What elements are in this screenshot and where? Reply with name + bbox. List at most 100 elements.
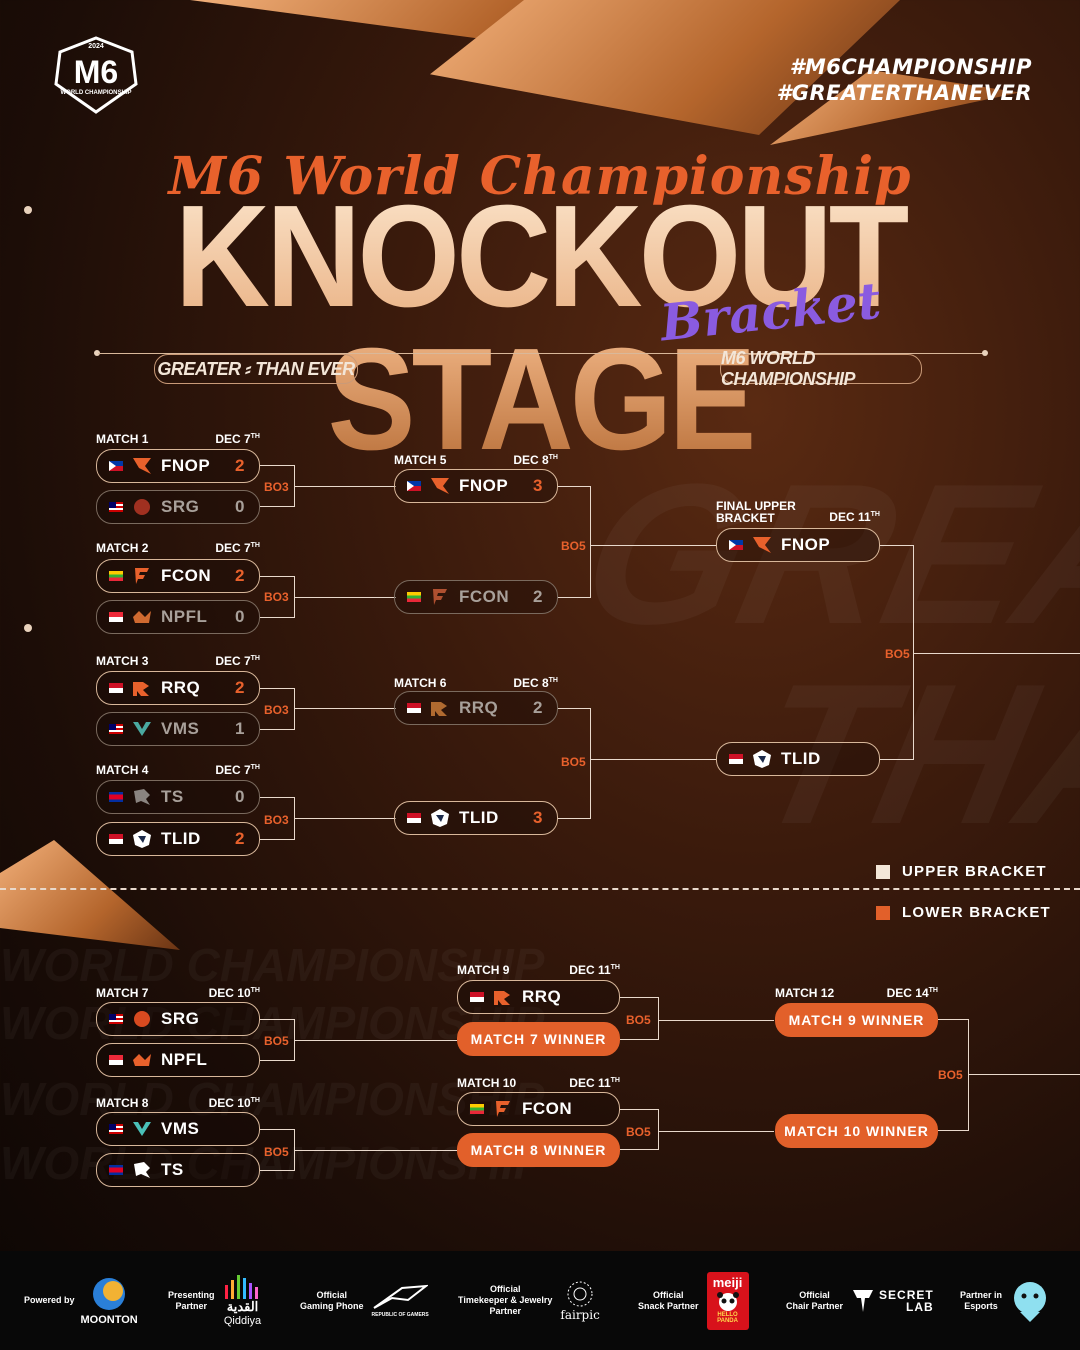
watermark-wc-1: WORLD CHAMPIONSHIP xyxy=(0,938,544,992)
match-2-header: MATCH 2 DEC 7TH xyxy=(96,541,260,555)
match-label: MATCH 9 xyxy=(457,963,510,977)
match-date: DEC 10TH xyxy=(208,1096,260,1110)
vms-logo-icon xyxy=(133,1122,151,1136)
team-pill-tlid[interactable]: TLID xyxy=(716,742,880,776)
match-8-winner-slot[interactable]: MATCH 8 WINNER xyxy=(457,1133,620,1167)
srg-logo-icon xyxy=(134,1011,150,1027)
connector xyxy=(658,1020,774,1021)
team-pill-npfl[interactable]: NPFL xyxy=(96,1043,260,1077)
match-10-header: MATCH 10 DEC 11TH xyxy=(457,1076,620,1090)
team-pill-rrq[interactable]: RRQ xyxy=(457,980,620,1014)
connector xyxy=(294,1150,457,1151)
match-date: DEC 8TH xyxy=(513,676,558,690)
team-name: NPFL xyxy=(161,607,208,626)
connector xyxy=(294,708,396,709)
team-pill-fnop[interactable]: FNOP 2 xyxy=(96,449,260,483)
match-label: MATCH 12 xyxy=(775,986,835,1000)
fnop-logo-icon xyxy=(753,537,771,553)
team-pill-rrq[interactable]: RRQ 2 xyxy=(394,691,558,725)
team-name: VMS xyxy=(161,1119,200,1138)
connector xyxy=(913,545,914,760)
team-name: VMS xyxy=(161,719,200,738)
connector xyxy=(968,1074,1080,1075)
team-name: SRG xyxy=(161,497,200,516)
team-score: 3 xyxy=(533,808,543,827)
bo-label: BO3 xyxy=(264,813,289,827)
legend-upper-label: UPPER BRACKET xyxy=(902,863,1047,880)
team-pill-srg[interactable]: SRG 0 xyxy=(96,490,260,524)
match-date: DEC 10TH xyxy=(208,986,260,1000)
rog-logo: REPUBLIC OF GAMERS xyxy=(372,1284,429,1318)
team-pill-fnop[interactable]: FNOP xyxy=(716,528,880,562)
secretlab-icon xyxy=(853,1289,874,1312)
team-pill-srg[interactable]: SRG xyxy=(96,1002,260,1036)
sponsor-qiddiya: Presenting Partner القدية Qiddiya xyxy=(168,1251,288,1350)
fairpic-icon xyxy=(567,1281,593,1306)
team-pill-tlid[interactable]: TLID 2 xyxy=(96,822,260,856)
srg-logo-icon xyxy=(134,499,150,515)
flag-id-icon xyxy=(407,703,421,713)
sponsor-secretlab: Official Chair Partner SECRET LAB xyxy=(786,1251,946,1350)
match-8-header: MATCH 8 DEC 10TH xyxy=(96,1096,260,1110)
tlid-logo-icon xyxy=(133,830,151,848)
match-7-winner-slot[interactable]: MATCH 7 WINNER xyxy=(457,1022,620,1056)
flag-id-icon xyxy=(407,813,421,823)
match-label: MATCH 3 xyxy=(96,654,149,668)
fcon-logo-icon xyxy=(135,568,149,584)
match-10-winner-slot[interactable]: MATCH 10 WINNER xyxy=(775,1114,938,1148)
connector xyxy=(294,1040,457,1041)
connector xyxy=(938,1019,968,1020)
legend-lower-swatch xyxy=(876,905,890,920)
team-pill-npfl[interactable]: NPFL 0 xyxy=(96,600,260,634)
team-pill-ts[interactable]: TS 0 xyxy=(96,780,260,814)
flag-mm-icon xyxy=(470,1104,484,1114)
fairpic-name: fairpic xyxy=(560,1307,600,1322)
team-pill-fcon[interactable]: FCON 2 xyxy=(394,580,558,614)
match-7-header: MATCH 7 DEC 10TH xyxy=(96,986,260,1000)
bo-label: BO5 xyxy=(561,755,586,769)
team-pill-vms[interactable]: VMS 1 xyxy=(96,712,260,746)
team-pill-rrq[interactable]: RRQ 2 xyxy=(96,671,260,705)
team-score: 0 xyxy=(235,607,245,626)
tag-greater-than-ever: GREATER ⸗ THAN EVER xyxy=(154,354,358,384)
team-score: 1 xyxy=(235,719,245,738)
bo-label: BO5 xyxy=(264,1145,289,1159)
bo-label: BO3 xyxy=(264,480,289,494)
team-name: FNOP xyxy=(161,456,211,475)
logo-subtitle: WORLD CHAMPIONSHIP xyxy=(60,90,132,96)
bo-label: BO3 xyxy=(264,590,289,604)
team-name: TLID xyxy=(161,829,201,848)
match-date: DEC 11TH xyxy=(829,510,880,524)
match-5-header: MATCH 5 DEC 8TH xyxy=(394,453,558,467)
header-rule xyxy=(98,353,986,354)
team-pill-vms[interactable]: VMS xyxy=(96,1112,260,1146)
sponsor-rog: Official Gaming Phone REPUBLIC OF GAMERS xyxy=(300,1251,440,1350)
panda-icon xyxy=(716,1291,739,1311)
connector xyxy=(260,1019,294,1020)
team-name: FCON xyxy=(522,1099,573,1118)
match-date: DEC 11TH xyxy=(569,1076,620,1090)
team-pill-fcon[interactable]: FCON xyxy=(457,1092,620,1126)
sponsor-label: Presenting Partner xyxy=(168,1289,215,1311)
team-score: 0 xyxy=(235,497,245,516)
match-label: MATCH 8 xyxy=(96,1096,149,1110)
team-score: 2 xyxy=(533,587,543,606)
rule-dot-left xyxy=(94,350,100,356)
team-name: FCON xyxy=(459,587,510,606)
team-score: 2 xyxy=(533,698,543,717)
sponsor-footer: Powered by MOONTON Presenting Partner ال… xyxy=(0,1251,1080,1350)
team-pill-fcon[interactable]: FCON 2 xyxy=(96,559,260,593)
team-score: 2 xyxy=(235,829,245,848)
team-pill-ts[interactable]: TS xyxy=(96,1153,260,1187)
connector xyxy=(260,1060,294,1061)
script-title: M6 World Championship xyxy=(168,146,912,207)
sponsor-esports: Partner in Esports xyxy=(960,1251,1070,1350)
team-pill-tlid[interactable]: TLID 3 xyxy=(394,801,558,835)
qiddiya-arabic: القدية xyxy=(226,1298,259,1314)
team-name: FNOP xyxy=(781,535,831,554)
flag-sg-icon xyxy=(109,612,123,622)
team-name: FCON xyxy=(161,566,212,585)
team-pill-fnop[interactable]: FNOP 3 xyxy=(394,469,558,503)
connector xyxy=(620,1149,658,1150)
match-9-winner-slot[interactable]: MATCH 9 WINNER xyxy=(775,1003,938,1037)
